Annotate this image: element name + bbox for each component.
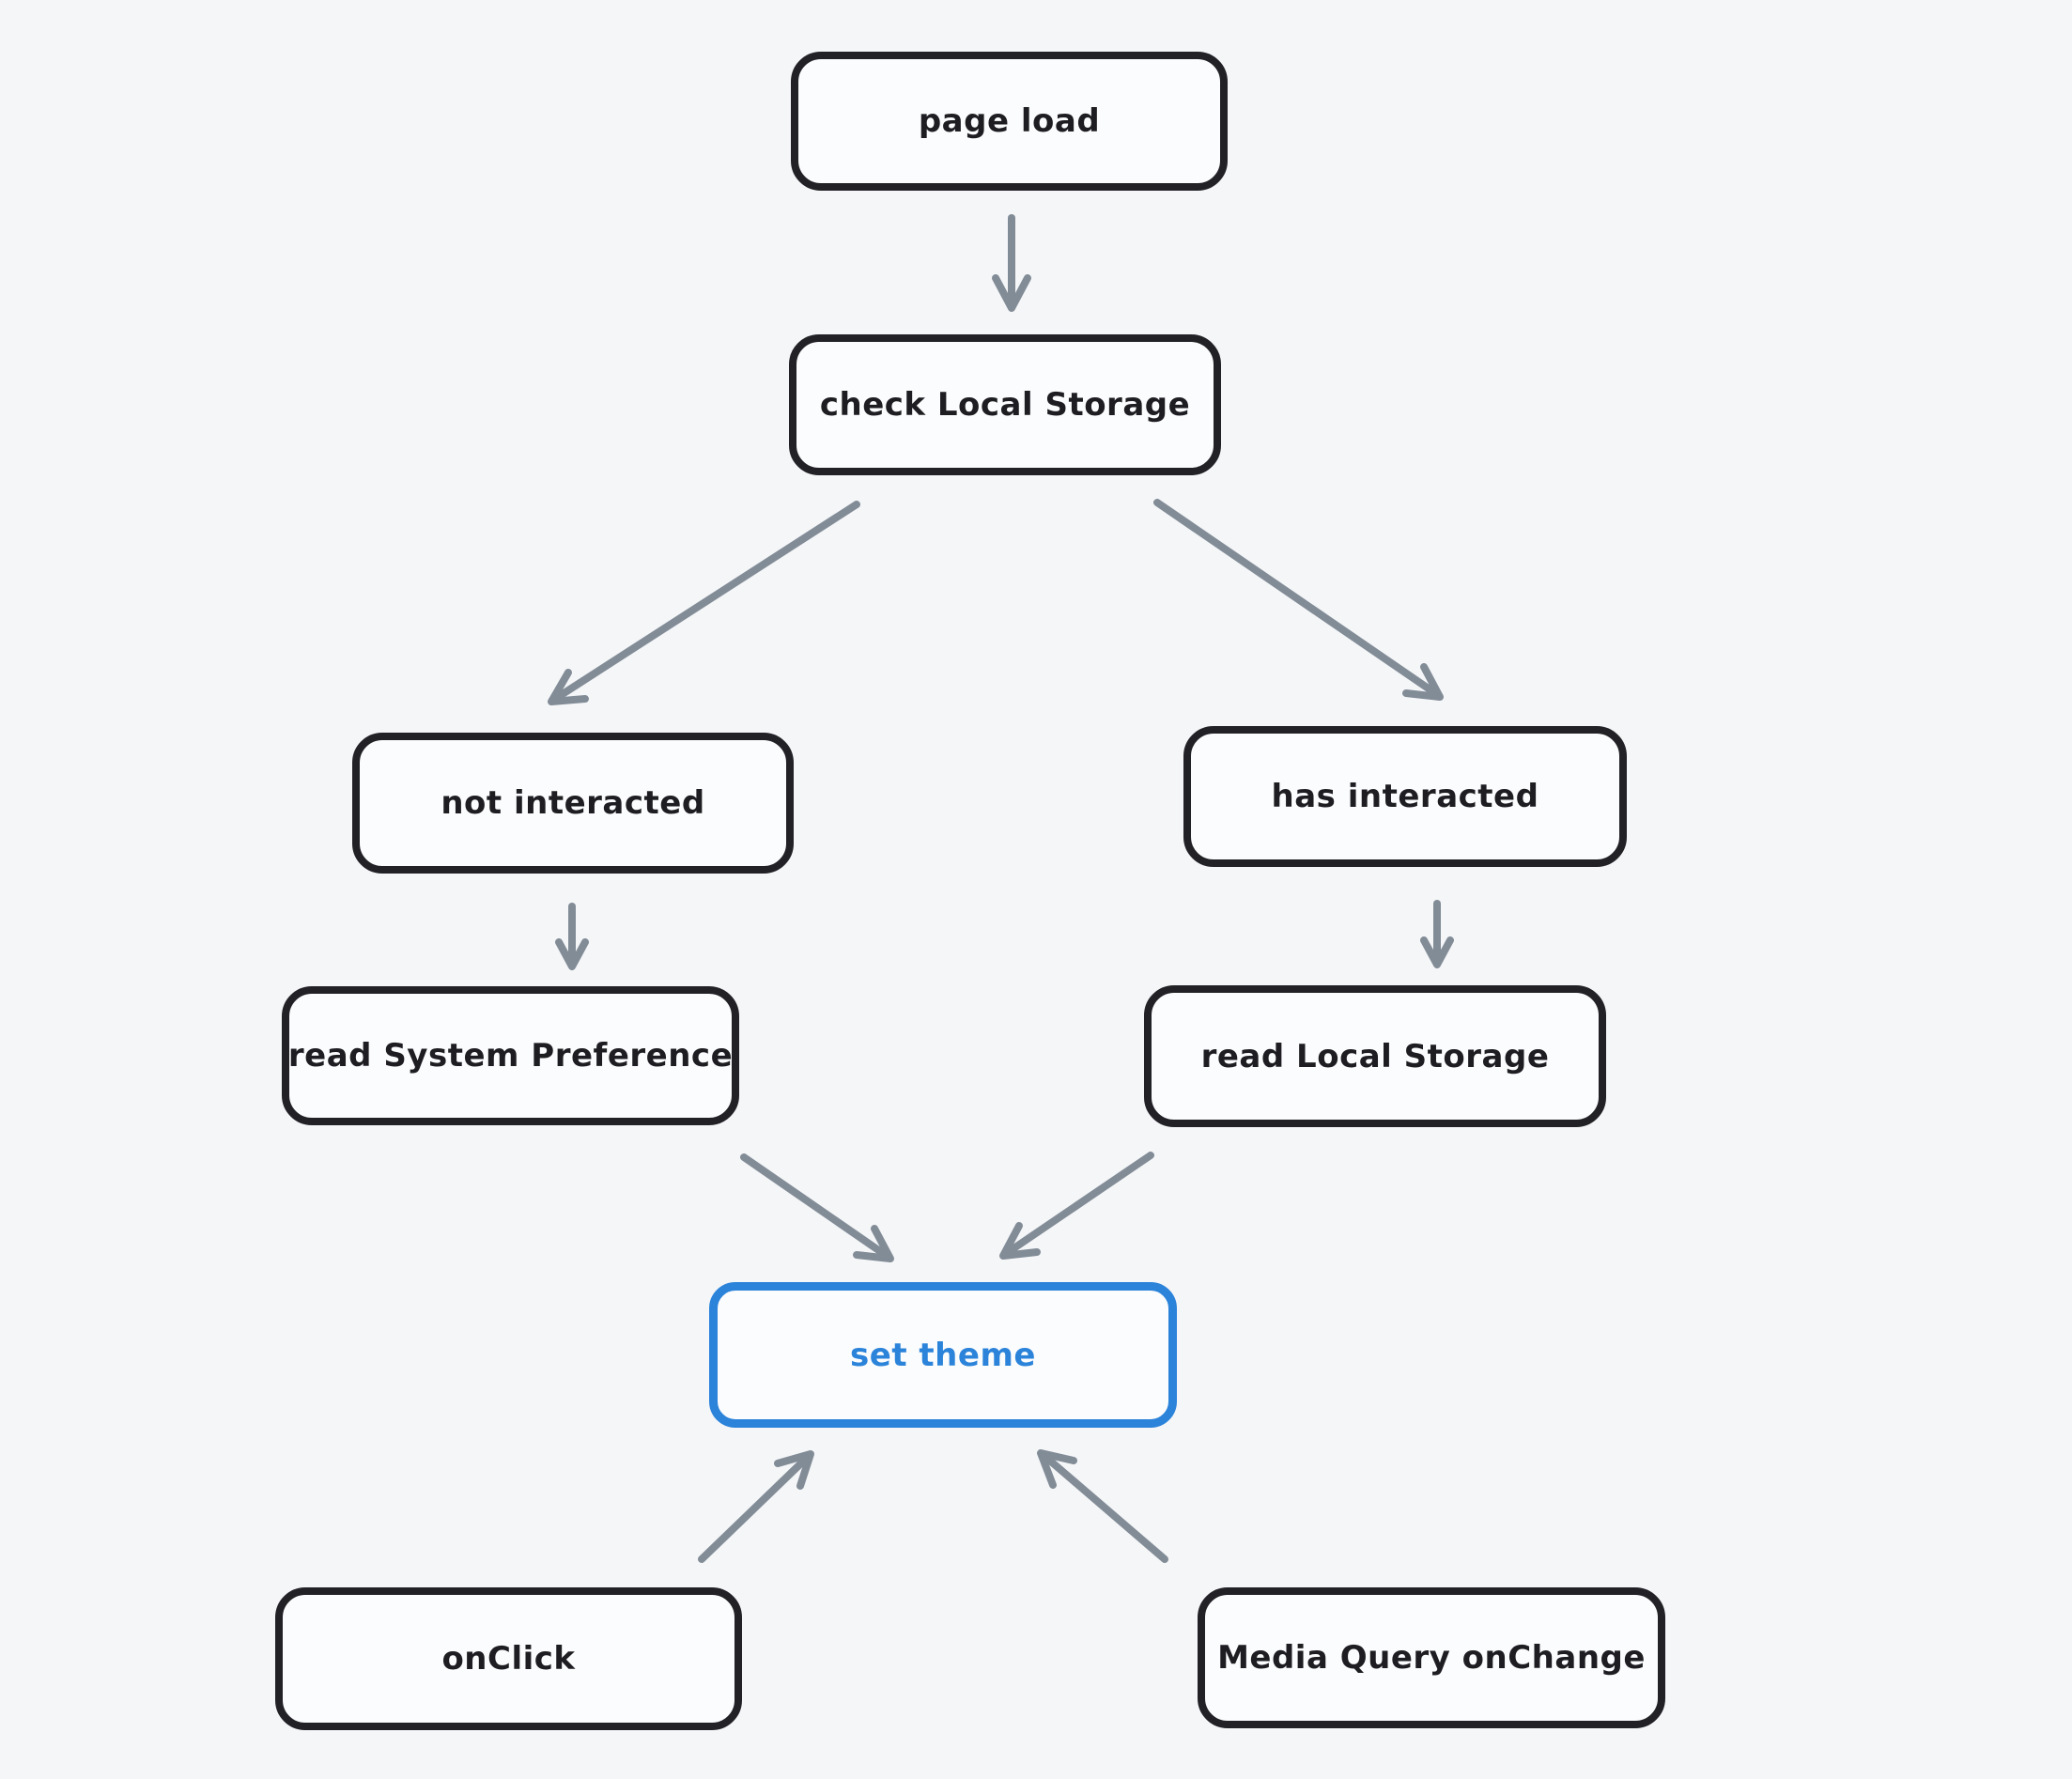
node-set-theme-label: set theme <box>850 1336 1036 1374</box>
node-media-query-onchange-label: Media Query onChange <box>1217 1639 1646 1677</box>
node-read-local-storage-label: read Local Storage <box>1200 1037 1550 1075</box>
node-page-load-label: page load <box>918 102 1101 140</box>
node-onclick-label: onClick <box>441 1640 576 1678</box>
node-onclick: onClick <box>275 1587 742 1730</box>
node-has-interacted-label: has interacted <box>1271 778 1539 815</box>
edge-read-local-storage-to-set-theme <box>999 1152 1154 1260</box>
edge-read-system-preference-to-set-theme <box>740 1153 894 1262</box>
node-set-theme: set theme <box>709 1282 1177 1428</box>
node-page-load: page load <box>791 52 1228 191</box>
edge-not-interacted-to-read-system-preference <box>555 903 589 970</box>
node-check-local-storage-label: check Local Storage <box>819 386 1191 424</box>
edge-check-local-storage-to-not-interacted <box>548 501 860 705</box>
node-read-local-storage: read Local Storage <box>1144 985 1606 1127</box>
node-not-interacted-label: not interacted <box>441 784 705 822</box>
edge-media-query-onchange-to-set-theme <box>1037 1449 1168 1563</box>
node-read-system-preference-label: read System Preference <box>287 1037 734 1075</box>
node-check-local-storage: check Local Storage <box>789 334 1221 475</box>
edge-has-interacted-to-read-local-storage <box>1420 900 1454 968</box>
node-has-interacted: has interacted <box>1183 726 1627 867</box>
node-media-query-onchange: Media Query onChange <box>1198 1587 1665 1728</box>
node-read-system-preference: read System Preference <box>282 986 739 1125</box>
node-not-interacted: not interacted <box>352 733 794 874</box>
edge-onclick-to-set-theme <box>698 1450 814 1563</box>
edge-check-local-storage-to-has-interacted <box>1153 499 1444 701</box>
edge-page-load-to-check-local-storage <box>992 214 1031 312</box>
